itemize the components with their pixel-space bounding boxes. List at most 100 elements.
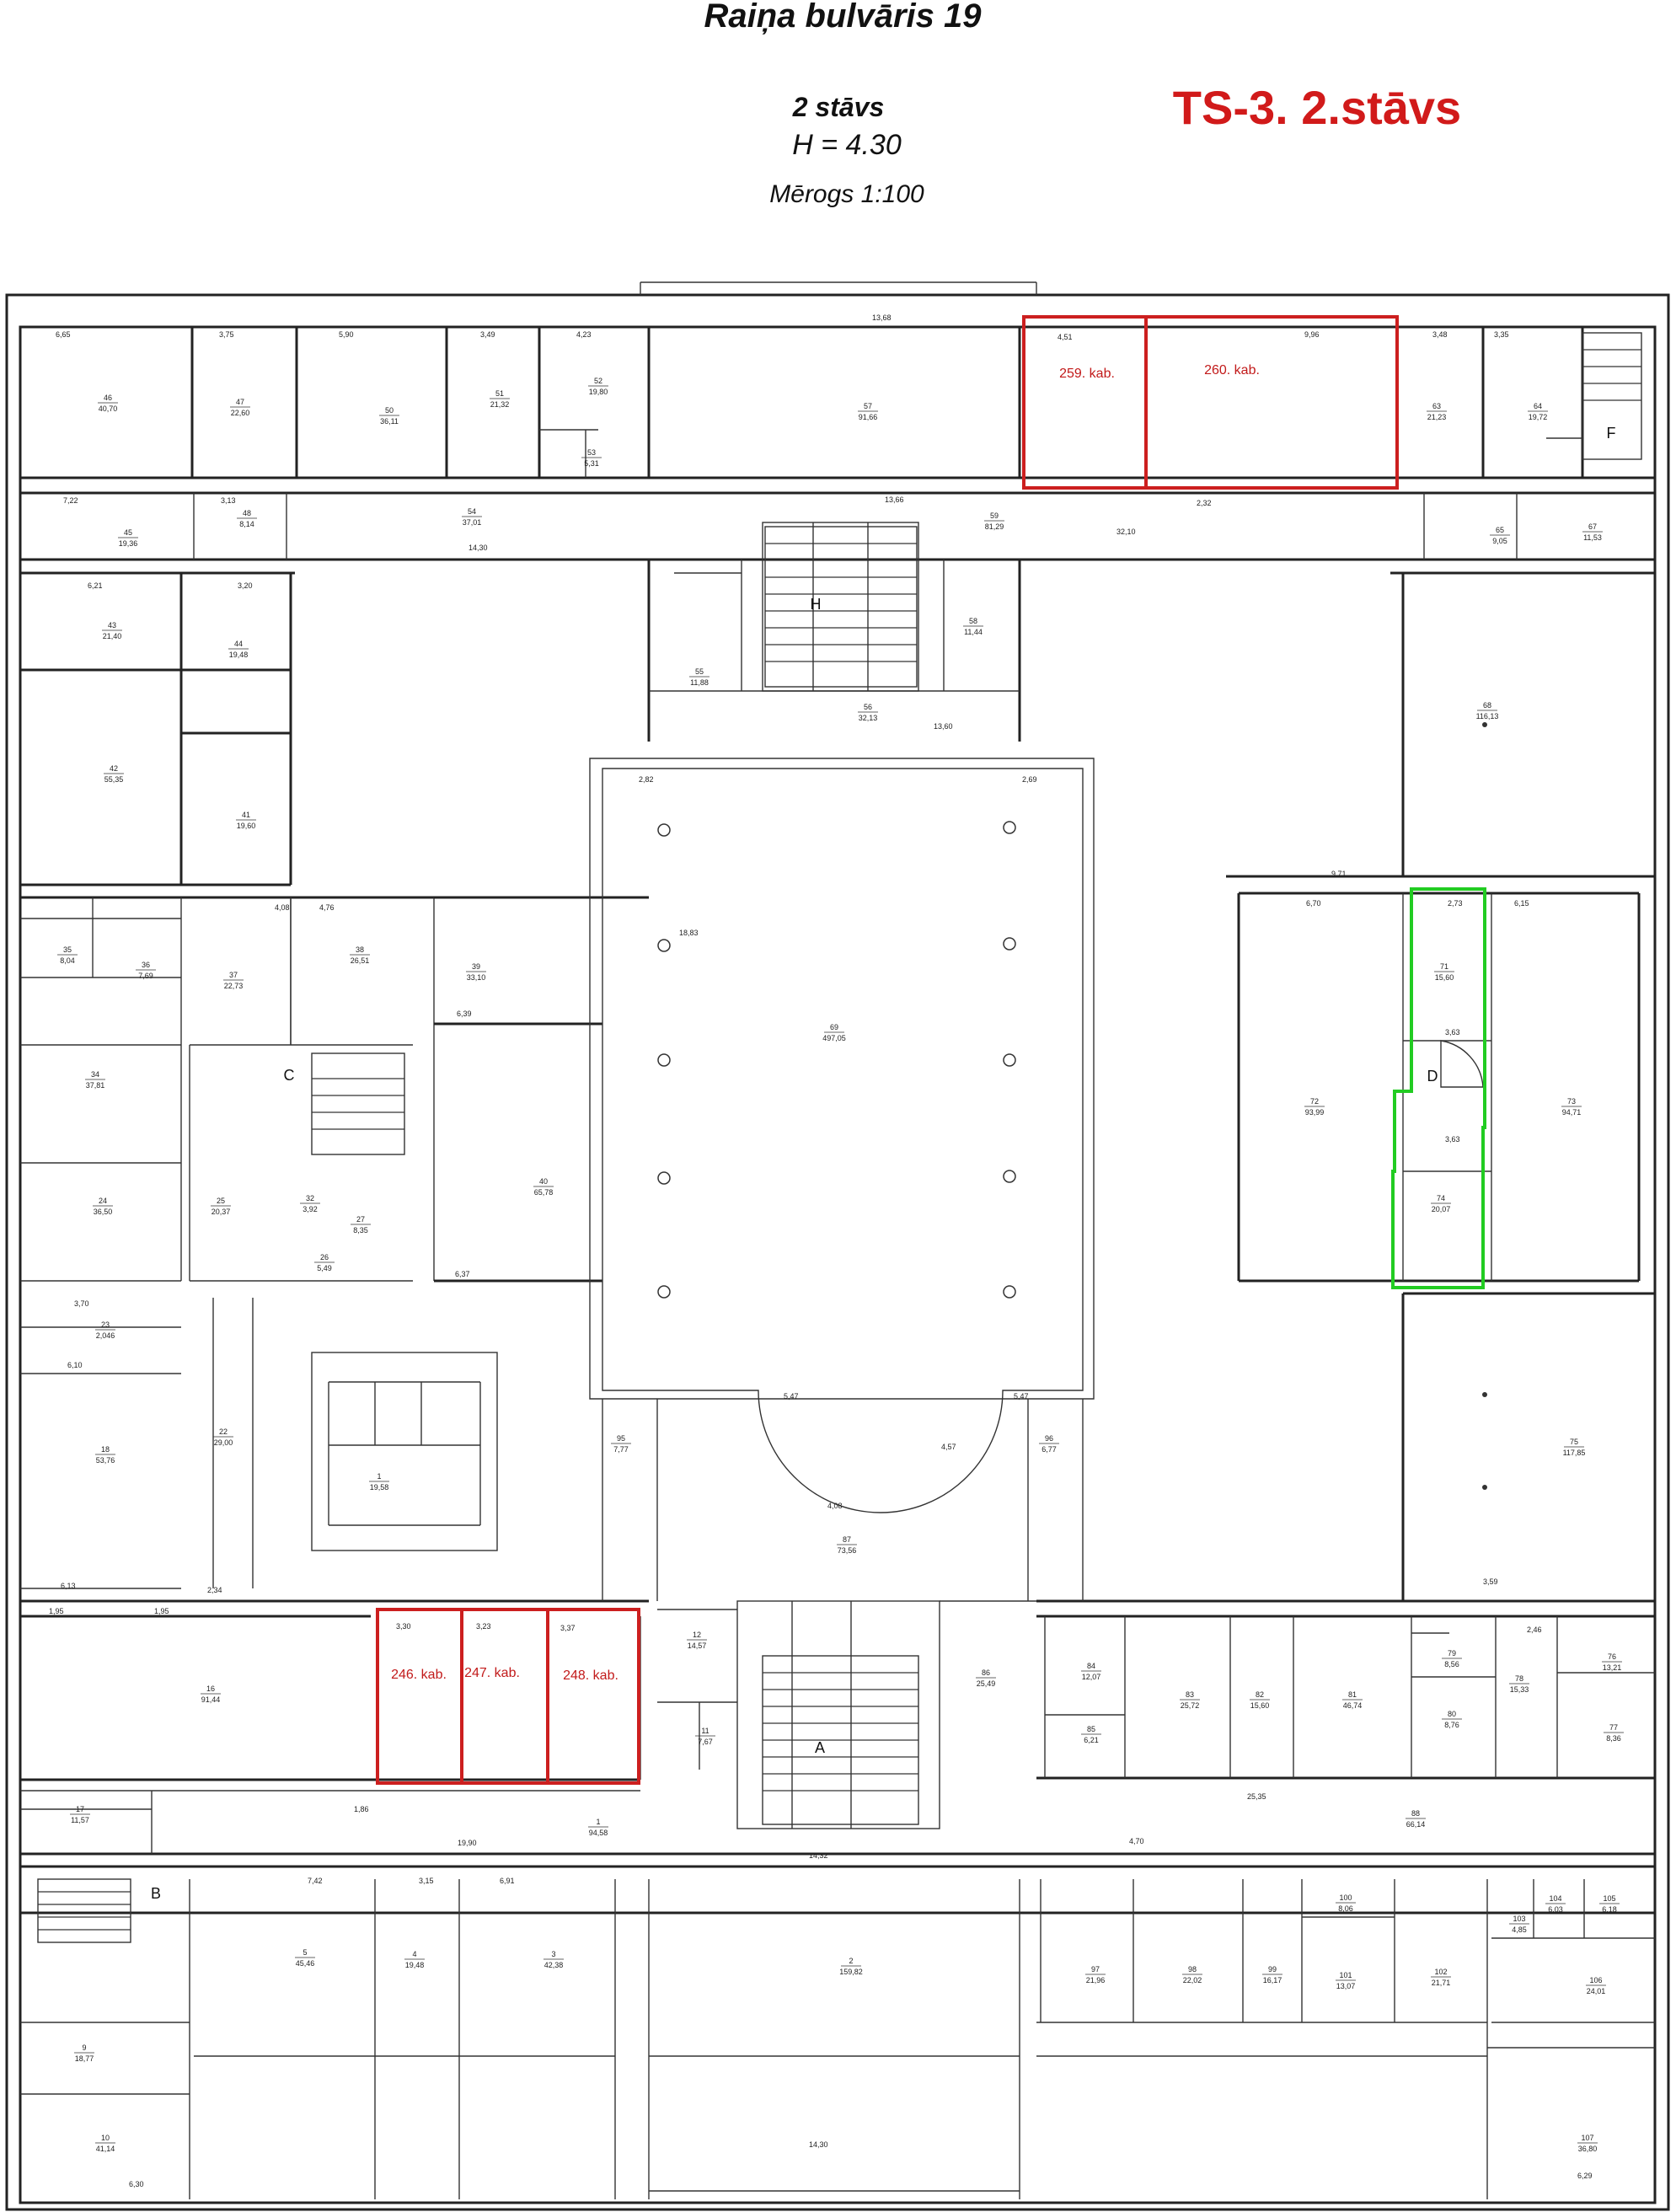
room-259-label: 259. kab. — [1059, 367, 1115, 381]
svg-text:2,82: 2,82 — [639, 775, 654, 784]
room-number: 25 — [217, 1197, 225, 1205]
room-area: 93,99 — [1305, 1108, 1325, 1117]
room-area: 6,18 — [1602, 1905, 1617, 1914]
room-number: 86 — [982, 1668, 990, 1677]
room-number: 84 — [1087, 1662, 1095, 1670]
room-number: 55 — [695, 667, 704, 676]
room-area: 22,73 — [224, 982, 244, 990]
room-number: 22 — [219, 1427, 228, 1436]
room-number: 18 — [101, 1445, 110, 1454]
room-number: 50 — [385, 406, 394, 415]
svg-text:7,22: 7,22 — [63, 496, 78, 505]
svg-text:6,37: 6,37 — [455, 1270, 470, 1278]
room-247-label: 247. kab. — [464, 1666, 520, 1680]
svg-text:5,47: 5,47 — [1014, 1392, 1029, 1401]
room-area: 22,60 — [231, 409, 250, 417]
room-area: 20,37 — [212, 1208, 231, 1216]
room-number: 47 — [236, 398, 244, 406]
green-zone-outline[interactable] — [1391, 887, 1486, 1289]
room-number: 99 — [1268, 1965, 1277, 1974]
room-260-highlight[interactable] — [1144, 315, 1399, 490]
room-number: 1 — [596, 1818, 600, 1826]
room-number: 88 — [1411, 1809, 1420, 1818]
sheet-label: TS-3. 2.stāvs — [1173, 81, 1461, 134]
svg-text:1,95: 1,95 — [154, 1607, 169, 1615]
room-number: 42 — [110, 764, 118, 773]
svg-text:3,70: 3,70 — [74, 1299, 89, 1308]
room-area: 21,40 — [103, 632, 122, 640]
room-area: 5,49 — [317, 1264, 332, 1272]
svg-text:3,37: 3,37 — [560, 1624, 576, 1632]
room-area: 8,06 — [1338, 1904, 1353, 1913]
room-number: 72 — [1310, 1097, 1319, 1106]
room-248-highlight[interactable] — [546, 1608, 640, 1785]
stair-B-label: B — [151, 1885, 161, 1902]
room-area: 37,01 — [463, 518, 482, 527]
room-area: 22,02 — [1183, 1976, 1202, 1984]
svg-text:6,15: 6,15 — [1514, 899, 1529, 908]
room-number: 59 — [990, 511, 999, 520]
room-246-label: 246. kab. — [391, 1668, 447, 1682]
room-area: 21,32 — [490, 400, 510, 409]
room-number: 95 — [617, 1434, 625, 1443]
room-number: 75 — [1570, 1438, 1578, 1446]
svg-text:4,57: 4,57 — [941, 1443, 956, 1451]
room-246-highlight[interactable] — [376, 1608, 463, 1785]
room-247-highlight[interactable] — [460, 1608, 549, 1785]
room-number: 24 — [99, 1197, 107, 1205]
svg-text:6,10: 6,10 — [67, 1361, 83, 1369]
svg-text:2,73: 2,73 — [1448, 899, 1463, 908]
room-area: 29,00 — [214, 1438, 233, 1447]
room-area: 66,14 — [1406, 1820, 1426, 1829]
room-number: 4 — [412, 1950, 416, 1958]
room-area: 40,70 — [99, 404, 118, 413]
svg-text:6,65: 6,65 — [56, 330, 71, 339]
svg-text:3,49: 3,49 — [480, 330, 495, 339]
room-area: 159,82 — [839, 1968, 863, 1976]
svg-text:1,95: 1,95 — [49, 1607, 64, 1615]
room-area: 19,36 — [119, 539, 138, 548]
room-number: 5 — [303, 1948, 307, 1957]
room-area: 18,77 — [75, 2054, 94, 2063]
room-area: 16,17 — [1263, 1976, 1282, 1984]
room-area: 81,29 — [985, 522, 1004, 531]
room-area: 15,60 — [1250, 1701, 1270, 1710]
room-number: 71 — [1440, 962, 1448, 971]
svg-text:3,20: 3,20 — [238, 581, 253, 590]
room-number: 53 — [587, 448, 596, 457]
room-area: 6,03 — [1548, 1905, 1563, 1914]
highlighted-offices: 259. kab. 260. kab. 246. kab. 247. kab. … — [376, 315, 1399, 1785]
svg-text:3,13: 3,13 — [221, 496, 236, 505]
room-area: 8,35 — [353, 1226, 368, 1235]
room-number: 40 — [539, 1177, 548, 1186]
svg-text:3,15: 3,15 — [419, 1877, 434, 1885]
svg-text:9,71: 9,71 — [1331, 870, 1347, 878]
svg-text:18,83: 18,83 — [679, 929, 699, 937]
svg-text:3,63: 3,63 — [1445, 1028, 1460, 1036]
building-outline — [5, 281, 1670, 2211]
scale-label: Mērogs 1:100 — [769, 180, 924, 208]
room-area: 94,58 — [589, 1829, 608, 1837]
room-number: 35 — [63, 945, 72, 954]
room-area: 116,13 — [1476, 712, 1499, 720]
room-area: 37,81 — [86, 1081, 105, 1090]
room-area: 15,60 — [1435, 973, 1454, 982]
room-area: 32,13 — [859, 714, 878, 722]
room-259-highlight[interactable] — [1022, 315, 1148, 490]
room-number: 69 — [830, 1023, 838, 1031]
svg-text:2,32: 2,32 — [1197, 499, 1212, 507]
room-number: 104 — [1549, 1894, 1561, 1903]
room-number: 107 — [1581, 2134, 1593, 2142]
room-area: 25,49 — [977, 1679, 996, 1688]
floor-label: 2 stāvs — [792, 92, 885, 122]
room-area: 55,35 — [104, 775, 124, 784]
svg-text:14,30: 14,30 — [809, 2140, 828, 2149]
room-area: 2,046 — [96, 1331, 115, 1340]
room-number: 32 — [306, 1194, 314, 1202]
room-area: 4,85 — [1512, 1925, 1527, 1934]
room-area: 14,57 — [688, 1642, 707, 1650]
room-number: 101 — [1339, 1971, 1352, 1979]
room-number: 36 — [142, 961, 150, 969]
room-248-label: 248. kab. — [563, 1668, 618, 1683]
